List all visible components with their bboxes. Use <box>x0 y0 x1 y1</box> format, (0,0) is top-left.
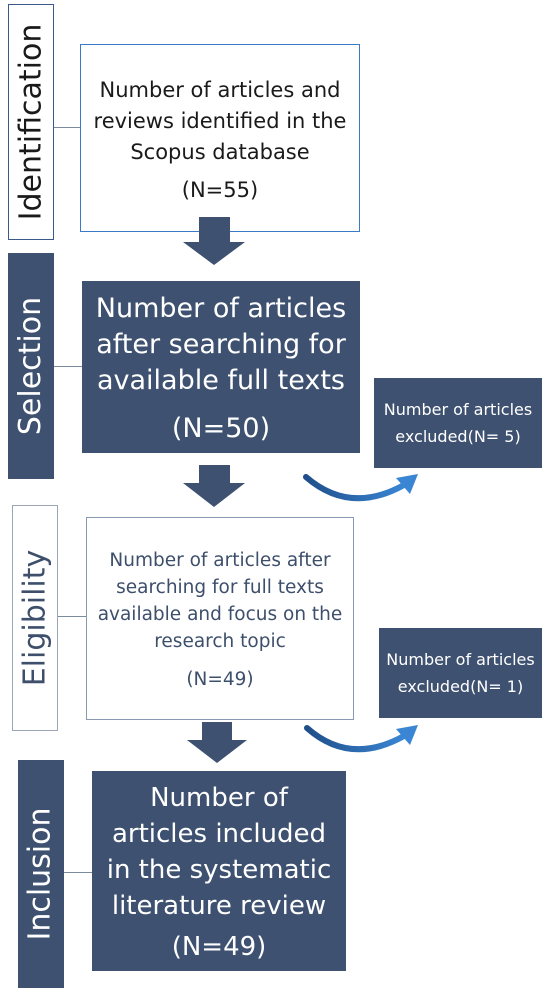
identification-text: Number of articles and reviews identifie… <box>93 77 347 164</box>
identification-box: Number of articles and reviews identifie… <box>80 44 360 232</box>
stage-identification: Identification <box>8 4 54 240</box>
selection-box: Number of articles after searching for a… <box>82 281 360 453</box>
stage-eligibility: Eligibility <box>12 505 58 731</box>
down-arrow-icon <box>187 722 247 763</box>
eligibility-text: Number of articles after searching for f… <box>97 550 343 652</box>
inclusion-box: Number of articles included in the syste… <box>92 771 346 971</box>
excluded-box-selection: Number of articles excluded(N= 5) <box>374 378 542 468</box>
down-arrow-icon <box>183 465 245 507</box>
eligibility-box: Number of articles after searching for f… <box>86 517 354 720</box>
connector-identification <box>54 127 80 128</box>
connector-inclusion <box>64 872 92 873</box>
selection-text: Number of articles after searching for a… <box>95 292 347 396</box>
excluded-text: Number of articles excluded(N= 1) <box>386 650 535 696</box>
selection-count: (N=50) <box>171 412 271 444</box>
eligibility-count: (N=49) <box>186 669 254 690</box>
inclusion-text: Number of articles included in the syste… <box>106 783 332 921</box>
excluded-text: Number of articles excluded(N= 5) <box>383 400 533 446</box>
inclusion-count: (N=49) <box>171 932 267 962</box>
stage-selection: Selection <box>8 253 54 479</box>
curved-arrow-icon <box>304 725 418 753</box>
stage-inclusion: Inclusion <box>18 760 64 988</box>
curved-arrow-icon <box>303 474 418 502</box>
connector-eligibility <box>58 616 86 617</box>
down-arrow-icon <box>183 217 245 265</box>
excluded-box-eligibility: Number of articles excluded(N= 1) <box>379 628 542 718</box>
identification-count: (N=55) <box>181 177 259 202</box>
connector-selection <box>54 366 82 367</box>
